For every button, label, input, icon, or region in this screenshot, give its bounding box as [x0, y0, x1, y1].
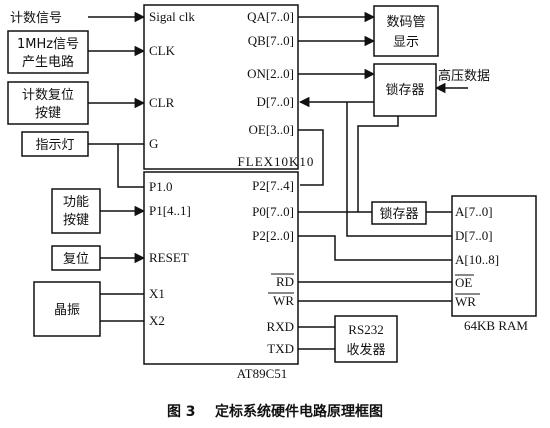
mcu-pin-p10: P1.0 [149, 179, 172, 194]
ram-pin-oe: OE [455, 275, 472, 290]
latch-mid-box [371, 201, 427, 225]
reset-label: 复位 [63, 252, 89, 267]
ram-name: 64KB RAM [464, 318, 528, 333]
ram-box [451, 195, 537, 317]
clock-generator-label-2: 产生电路 [22, 54, 74, 70]
indicator-label: 指示灯 [35, 138, 74, 153]
wire-oe [298, 129, 324, 186]
hv-data-label: 高压数据 [438, 68, 490, 84]
wire-g-to-p10 [117, 144, 144, 188]
crystal-box [33, 281, 101, 337]
mcu-pin-rxd: RXD [267, 319, 294, 334]
ram-pin-d: D[7..0] [455, 228, 493, 243]
func-key-label-2: 按键 [63, 213, 89, 228]
mcu-pin-x2: X2 [149, 313, 165, 328]
mcu-pin-reset: RESET [149, 250, 189, 265]
rs232-box [334, 315, 398, 363]
fpga-name: FLEX10K10 [238, 154, 315, 169]
clock-generator-box [7, 30, 89, 74]
count-signal-label: 计数信号 [10, 11, 62, 26]
func-key-label-1: 功能 [63, 195, 89, 210]
mcu-pin-rd: RD [276, 274, 294, 289]
mcu-box [143, 171, 299, 365]
mcu-name: AT89C51 [237, 366, 288, 381]
ram-pin-a: A[7..0] [455, 204, 493, 219]
figure-caption: 图 3 定标系统硬件电路原理框图 [167, 403, 383, 420]
display-box [373, 5, 439, 57]
mcu-pin-p2-20: P2[2..0] [252, 228, 294, 243]
display-label-2: 显示 [393, 35, 419, 50]
wire-p2-ram [298, 235, 452, 261]
fpga-box [143, 4, 299, 170]
fpga-pin-qa: QA[7..0] [247, 9, 294, 24]
fpga-pin-g: G [149, 136, 158, 151]
clock-generator-label-1: 1MHz信号 [17, 37, 79, 52]
fpga-pin-d: D[7..0] [256, 94, 294, 109]
mcu-pin-p1: P1[4..1] [149, 203, 191, 218]
rs232-label-1: RS232 [348, 322, 383, 337]
latch-top-box [373, 63, 437, 117]
latch-top-label: 锁存器 [385, 82, 424, 98]
mcu-pin-txd: TXD [267, 341, 294, 356]
rs232-label-2: 收发器 [346, 342, 385, 358]
wire-d-bus [346, 102, 452, 237]
mcu-pin-x1: X1 [149, 286, 165, 301]
wire-latch-up [357, 116, 399, 212]
display-label-1: 数码管 [386, 15, 425, 30]
reset-box [51, 245, 101, 271]
mcu-pin-p0: P0[7..0] [252, 204, 294, 219]
reset-key-label-1: 计数复位 [22, 88, 74, 103]
fpga-pin-on: ON[2..0] [247, 66, 294, 81]
latch-mid-label: 锁存器 [379, 206, 418, 222]
mcu-pin-wr: WR [273, 293, 294, 308]
fpga-pin-qb: QB[7..0] [248, 33, 294, 48]
reset-key-label-2: 按键 [35, 106, 61, 121]
fpga-pin-sigal-clk: Sigal clk [149, 9, 195, 24]
ram-pin-a-hi: A[10..8] [455, 252, 499, 267]
fpga-pin-clk: CLK [149, 43, 176, 58]
fpga-pin-clr: CLR [149, 95, 175, 110]
reset-key-box [7, 81, 89, 125]
crystal-label: 晶振 [54, 303, 80, 318]
fpga-pin-oe: OE[3..0] [249, 122, 295, 137]
mcu-pin-p2-74: P2[7..4] [252, 178, 294, 193]
indicator-box [21, 131, 89, 157]
func-key-box [51, 188, 101, 234]
ram-pin-wr: WR [455, 294, 476, 309]
count-signal-box [8, 5, 88, 29]
